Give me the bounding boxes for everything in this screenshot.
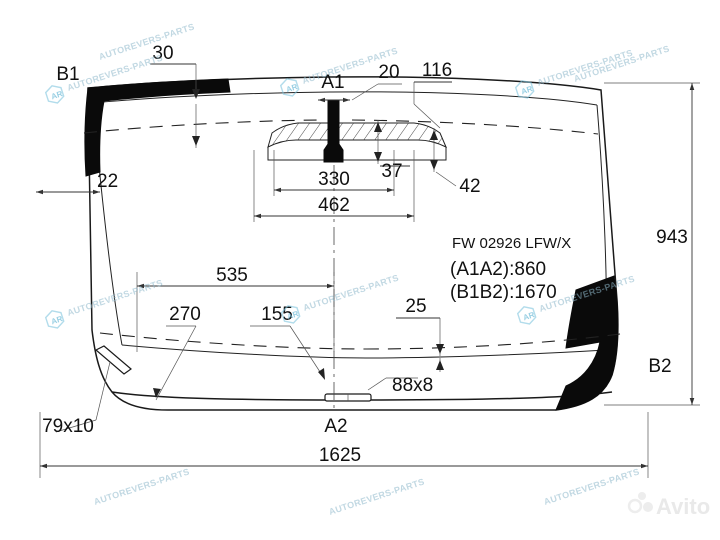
spec-a1a2-text: (A1A2):860 bbox=[450, 259, 546, 280]
svg-text:AR: AR bbox=[522, 310, 536, 322]
label-b1: B1 bbox=[56, 64, 79, 85]
dimension-1625-text: 1625 bbox=[319, 445, 361, 466]
watermark-autorevers-9: AUTOREVERS-PARTS bbox=[93, 466, 191, 506]
dimension-88x8-text: 88x8 bbox=[392, 375, 433, 396]
dimension-270-text: 270 bbox=[169, 304, 201, 325]
dimension-535: 535 bbox=[136, 265, 335, 352]
svg-text:AUTOREVERS-PARTS: AUTOREVERS-PARTS bbox=[328, 476, 426, 516]
svg-text:AUTOREVERS-PARTS: AUTOREVERS-PARTS bbox=[93, 466, 191, 506]
dimension-42: 42 bbox=[430, 128, 481, 197]
band-b2 bbox=[555, 275, 619, 411]
mirror-mount-a1 bbox=[323, 99, 344, 163]
label-a1: A1 bbox=[321, 72, 344, 93]
svg-text:AUTOREVERS-PARTS: AUTOREVERS-PARTS bbox=[98, 21, 196, 61]
dimension-37: 37 bbox=[374, 120, 410, 182]
band-b1 bbox=[84, 78, 231, 177]
black-ceramic-bands bbox=[84, 78, 619, 411]
svg-text:AR: AR bbox=[285, 82, 299, 94]
svg-text:AR: AR bbox=[520, 84, 534, 96]
watermark-autorevers-11: AUTOREVERS-PARTS bbox=[543, 466, 641, 506]
watermark-autorevers-7: AR AUTOREVERS-PARTS bbox=[280, 273, 400, 324]
avito-label: Avito bbox=[656, 494, 710, 519]
dimension-79x10-text: 79x10 bbox=[42, 416, 94, 437]
dimension-462: 462 bbox=[253, 150, 415, 222]
watermark-autorevers-10: AUTOREVERS-PARTS bbox=[328, 476, 426, 516]
part-info-block: FW 02926 LFW/X (A1A2):860 (B1B2):1670 bbox=[450, 235, 571, 303]
dimension-20-text: 20 bbox=[378, 62, 399, 83]
dimension-116-text: 116 bbox=[422, 60, 452, 81]
dimension-30: 30 bbox=[150, 43, 200, 148]
avito-watermark: Avito bbox=[627, 492, 710, 519]
dimension-1625: 1625 bbox=[39, 412, 649, 478]
svg-text:AUTOREVERS-PARTS: AUTOREVERS-PARTS bbox=[543, 466, 641, 506]
bottom-pad-a2 bbox=[324, 393, 372, 402]
dimension-22: 22 bbox=[36, 171, 118, 195]
dimension-22-text: 22 bbox=[97, 171, 118, 192]
dimension-270: 270 bbox=[153, 304, 201, 401]
dimension-79x10: 79x10 bbox=[42, 361, 111, 437]
svg-text:AR: AR bbox=[286, 309, 300, 321]
left-slot-79x10 bbox=[94, 345, 132, 375]
svg-text:AUTOREVERS-PARTS: AUTOREVERS-PARTS bbox=[66, 278, 164, 318]
dimension-37-text: 37 bbox=[381, 161, 402, 182]
spec-b1b2-text: (B1B2):1670 bbox=[450, 282, 557, 303]
mirror-shade-band bbox=[267, 122, 447, 161]
svg-text:AR: AR bbox=[50, 314, 64, 326]
dimension-116: 116 bbox=[413, 60, 452, 129]
watermark-autorevers-2: AUTOREVERS-PARTS bbox=[98, 21, 196, 61]
dimension-30-text: 30 bbox=[152, 43, 173, 64]
part-code-text: FW 02926 LFW/X bbox=[452, 235, 571, 252]
dimension-330-text: 330 bbox=[318, 169, 350, 190]
dimension-330: 330 bbox=[273, 150, 395, 196]
dimension-20: 20 bbox=[318, 62, 402, 103]
watermark-autorevers-6: AR AUTOREVERS-PARTS bbox=[44, 278, 164, 329]
label-b2: B2 bbox=[648, 356, 671, 377]
label-a2: A2 bbox=[324, 416, 347, 437]
dimension-25: 25 bbox=[396, 296, 444, 372]
svg-text:AUTOREVERS-PARTS: AUTOREVERS-PARTS bbox=[302, 273, 400, 313]
dimension-42-text: 42 bbox=[459, 176, 480, 197]
dimension-535-text: 535 bbox=[216, 265, 248, 286]
dimension-943-text: 943 bbox=[656, 227, 688, 248]
dimension-462-text: 462 bbox=[318, 195, 350, 216]
reference-dashed-lines bbox=[83, 119, 621, 350]
svg-text:AR: AR bbox=[50, 89, 64, 101]
dimension-25-text: 25 bbox=[405, 296, 426, 317]
dimension-943: 943 bbox=[604, 82, 700, 406]
dimension-88x8: 88x8 bbox=[367, 375, 433, 396]
